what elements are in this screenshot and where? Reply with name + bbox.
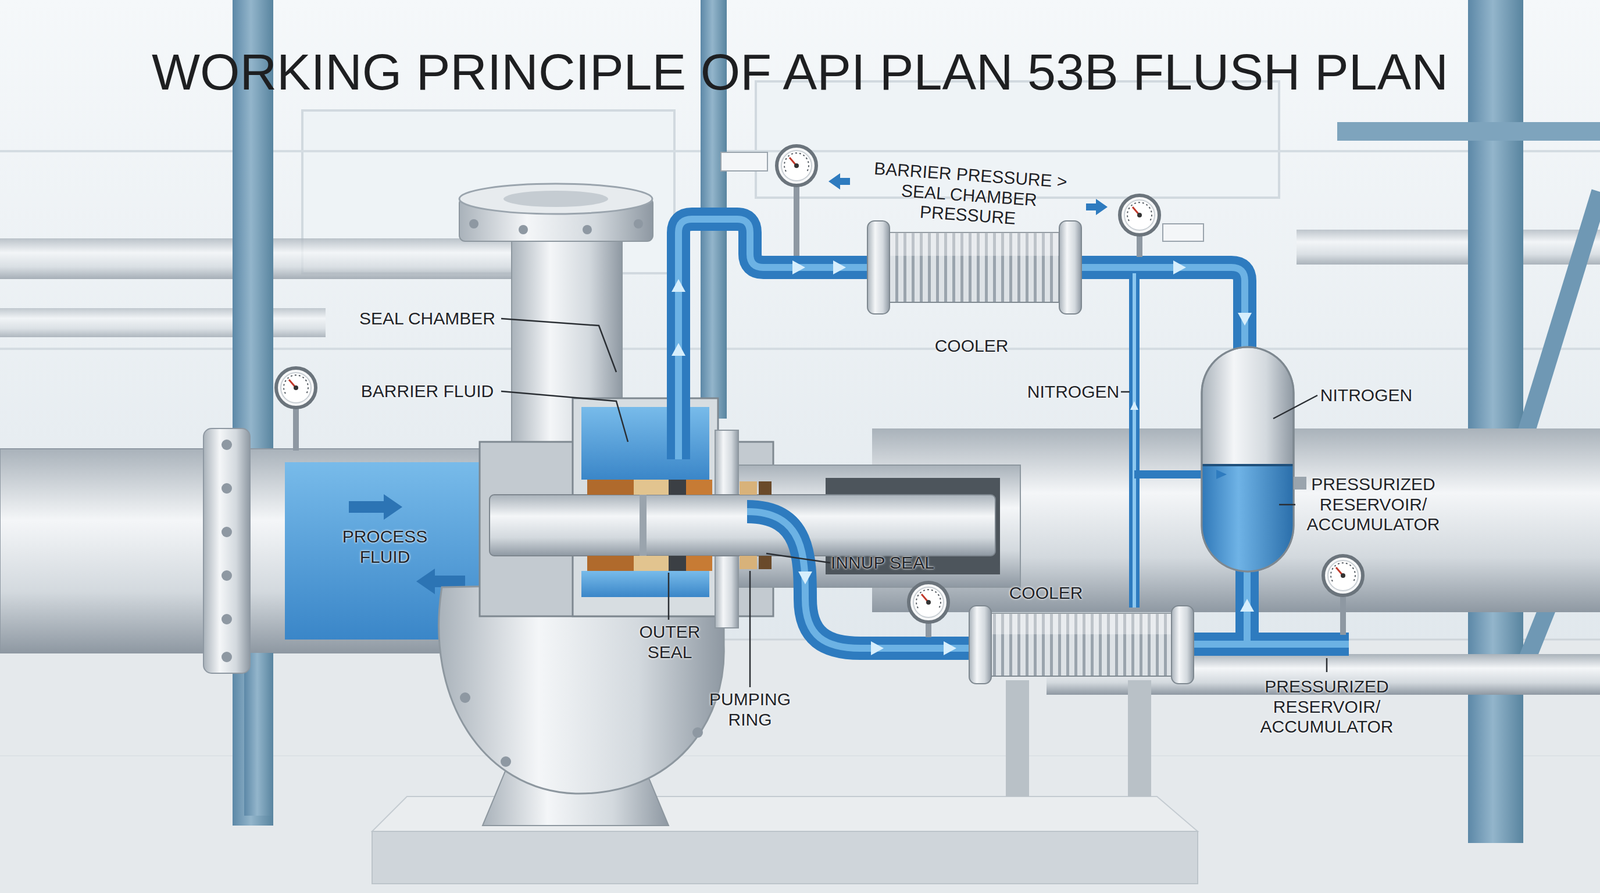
pumping-ring: [739, 481, 757, 495]
part-label: NITROGEN: [1320, 385, 1413, 406]
pressure-note: BARRIER PRESSURE > SEAL CHAMBER PRESSURE: [854, 157, 1085, 234]
part-label: PROCESS FLUID: [335, 526, 435, 567]
part-label: SEAL CHAMBER: [359, 308, 496, 330]
accumulator: [1201, 347, 1307, 576]
barrier-fluid: [581, 570, 710, 598]
part-label: BARRIER FLUID: [361, 381, 494, 402]
part-label: PRESSURIZED RESERVOIR/ ACCUMULATOR: [1300, 474, 1446, 535]
shaft: [489, 494, 996, 556]
part-label: OUTER SEAL: [620, 622, 720, 663]
pressure-gauges: [276, 145, 1363, 638]
flow-arrows: [671, 260, 1255, 656]
cooler: [969, 605, 1194, 684]
pipe-flange: [203, 428, 250, 674]
cooler: [867, 220, 1082, 314]
leader-lines: [501, 318, 1327, 688]
inner-seal: [758, 481, 772, 495]
steel-column: [232, 0, 274, 826]
process-piping: [0, 428, 1600, 816]
part-label: PUMPING RING: [694, 689, 806, 730]
part-label: PRESSURIZED RESERVOIR/ ACCUMULATOR: [1254, 676, 1400, 738]
outer-seal-face: [587, 479, 634, 495]
part-label: INNUP SEAL: [830, 552, 935, 574]
flow-arrow: [348, 494, 403, 520]
diagram-title: WORKING PRINCIPLE OF API PLAN 53B FLUSH …: [0, 44, 1600, 101]
part-label: COOLER: [934, 336, 1009, 357]
barrier-circuit: [678, 219, 1349, 649]
part-label: NITROGEN: [1027, 381, 1120, 403]
part-label: COOLER: [1009, 583, 1084, 604]
